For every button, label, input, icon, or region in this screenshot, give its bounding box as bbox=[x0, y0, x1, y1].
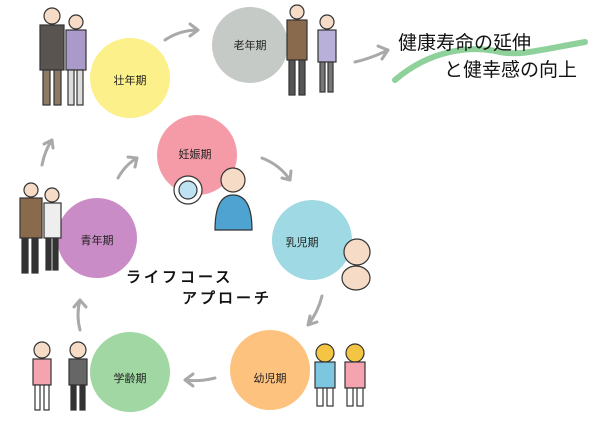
stage-label-prime: 壮年期 bbox=[113, 74, 147, 87]
goal-line1: 健康寿命の延伸 bbox=[398, 32, 532, 54]
center-title-line1: ライフコース bbox=[126, 268, 234, 286]
young-couple-illustration bbox=[19, 182, 62, 274]
stage-circle-elderly bbox=[212, 7, 288, 83]
arrow-infant-to-toddler bbox=[306, 294, 324, 327]
stage-circle-prime bbox=[90, 38, 170, 118]
baby-illustration bbox=[341, 238, 371, 291]
arrow-to-pregnancy bbox=[116, 155, 139, 180]
center-title-line2: アプローチ bbox=[182, 289, 273, 307]
stage-circle-infant bbox=[272, 200, 352, 280]
stage-circle-pregnancy bbox=[157, 115, 237, 195]
arrow-elderly-to-goal bbox=[353, 44, 390, 64]
adult-couple-illustration bbox=[39, 7, 87, 106]
stage-circle-youth bbox=[57, 198, 137, 278]
arrow-pregnancy-to-infant bbox=[260, 156, 293, 182]
pregnant-woman-illustration bbox=[173, 167, 253, 231]
schoolchildren-illustration bbox=[32, 341, 88, 411]
stage-label-youth: 青年期 bbox=[80, 234, 114, 247]
elderly-couple-illustration bbox=[286, 4, 337, 96]
arrow-prime-to-elderly bbox=[163, 22, 200, 42]
goal-line2: と健幸感の向上 bbox=[444, 59, 578, 81]
stage-circle-toddler bbox=[230, 330, 310, 410]
arrow-toddler-to-school bbox=[183, 372, 217, 388]
stage-label-infant: 乳児期 bbox=[285, 236, 319, 249]
stage-label-school: 学齢期 bbox=[113, 372, 147, 385]
arrow-youth-to-prime bbox=[40, 138, 55, 167]
stage-label-pregnancy: 妊娠期 bbox=[178, 148, 212, 161]
stage-label-toddler: 幼児期 bbox=[253, 372, 287, 385]
toddlers-illustration bbox=[314, 343, 366, 407]
arrow-school-to-youth bbox=[72, 298, 88, 332]
stage-label-elderly: 老年期 bbox=[233, 39, 267, 52]
goal-highlight-swoosh bbox=[392, 39, 588, 83]
stage-circle-school bbox=[90, 332, 170, 412]
